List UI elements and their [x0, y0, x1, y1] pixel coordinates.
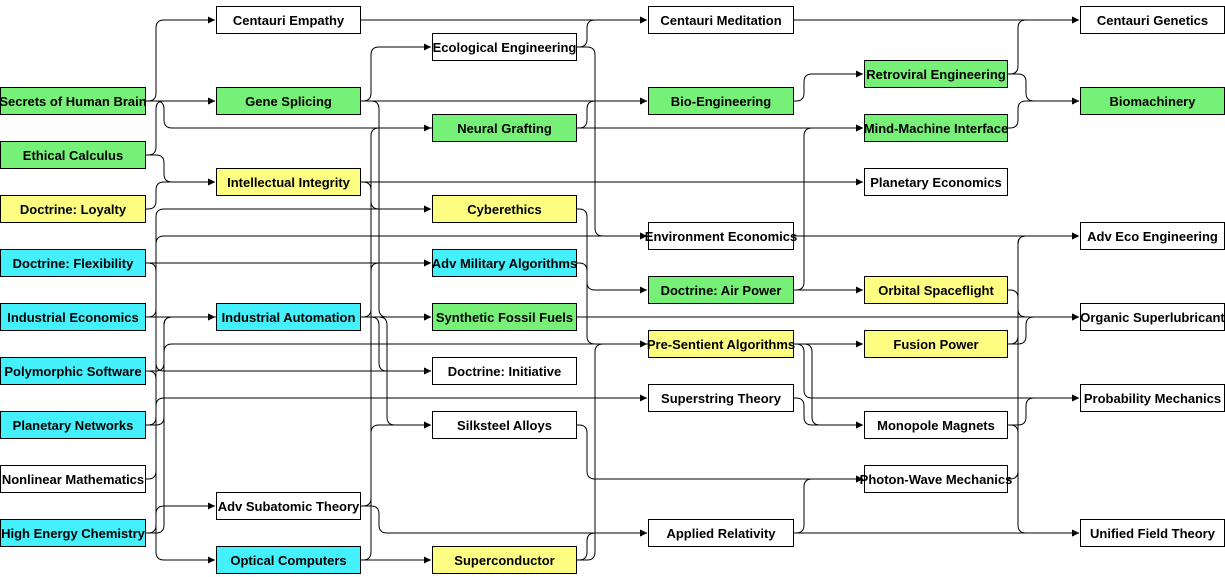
tech-node-centauri-genetics[interactable]: Centauri Genetics: [1080, 6, 1225, 34]
edge-doctrine-loyalty-to-intellectual-integrity: [146, 178, 215, 210]
tech-node-organic-superlubricant[interactable]: Organic Superlubricant: [1080, 303, 1225, 331]
tech-node-silksteel-alloys[interactable]: Silksteel Alloys: [432, 411, 577, 439]
tech-node-fusion-power[interactable]: Fusion Power: [864, 330, 1008, 358]
edge-high-energy-chemistry-to-synthetic-fossil-fuels: [146, 313, 431, 534]
tech-node-synthetic-fossil-fuels[interactable]: Synthetic Fossil Fuels: [432, 303, 577, 331]
tech-node-planetary-economics[interactable]: Planetary Economics: [864, 168, 1008, 196]
edge-adv-subatomic-theory-to-applied-relativity: [361, 505, 647, 537]
tech-node-planetary-networks[interactable]: Planetary Networks: [0, 411, 146, 439]
tech-node-centauri-meditation[interactable]: Centauri Meditation: [648, 6, 794, 34]
edge-nonlinear-mathematics-to-superstring-theory: [146, 394, 647, 480]
tech-node-nonlinear-mathematics[interactable]: Nonlinear Mathematics: [0, 465, 146, 493]
tech-node-adv-subatomic-theory[interactable]: Adv Subatomic Theory: [216, 492, 361, 520]
tech-node-polymorphic-software[interactable]: Polymorphic Software: [0, 357, 146, 385]
tech-node-monopole-magnets[interactable]: Monopole Magnets: [864, 411, 1008, 439]
tech-node-doctrine-flexibility[interactable]: Doctrine: Flexibility: [0, 249, 146, 277]
tech-node-pre-sentient-algorithms[interactable]: Pre-Sentient Algorithms: [647, 330, 795, 358]
tech-node-environment-economics[interactable]: Environment Economics: [645, 222, 797, 250]
tech-node-secrets-human-brain[interactable]: Secrets of Human Brain: [0, 87, 147, 115]
edge-layer: [146, 16, 1079, 564]
tech-node-applied-relativity[interactable]: Applied Relativity: [648, 519, 794, 547]
tech-node-cyberethics[interactable]: Cyberethics: [432, 195, 577, 223]
edge-mind-machine-interface-to-biomachinery: [1008, 97, 1079, 129]
tech-node-mind-machine-interface[interactable]: Mind-Machine Interface: [864, 114, 1008, 142]
tech-node-doctrine-initiative[interactable]: Doctrine: Initiative: [432, 357, 577, 385]
tech-node-probability-mechanics[interactable]: Probability Mechanics: [1080, 384, 1225, 412]
tech-node-optical-computers[interactable]: Optical Computers: [216, 546, 361, 574]
edge-adv-military-algorithms-to-doctrine-air-power: [577, 262, 647, 294]
tech-node-industrial-economics[interactable]: Industrial Economics: [0, 303, 146, 331]
tech-node-bio-engineering[interactable]: Bio-Engineering: [648, 87, 794, 115]
tech-node-neural-grafting[interactable]: Neural Grafting: [432, 114, 577, 142]
edge-bio-engineering-to-retroviral-engineering: [794, 70, 863, 102]
tech-node-orbital-spaceflight[interactable]: Orbital Spaceflight: [864, 276, 1008, 304]
tech-node-doctrine-air-power[interactable]: Doctrine: Air Power: [648, 276, 794, 304]
tech-node-centauri-empathy[interactable]: Centauri Empathy: [216, 6, 361, 34]
edge-monopole-magnets-to-probability-mechanics: [1008, 394, 1079, 426]
edge-superstring-theory-to-monopole-magnets: [794, 397, 863, 429]
edge-silksteel-alloys-to-photon-wave-mechanics: [577, 424, 863, 483]
tech-node-high-energy-chemistry[interactable]: High Energy Chemistry: [0, 519, 146, 547]
tech-node-industrial-automation[interactable]: Industrial Automation: [216, 303, 361, 331]
tech-node-gene-splicing[interactable]: Gene Splicing: [216, 87, 361, 115]
tech-node-adv-eco-engineering[interactable]: Adv Eco Engineering: [1080, 222, 1225, 250]
tech-node-adv-military-algorithms[interactable]: Adv Military Algorithms: [432, 249, 577, 277]
tech-node-superconductor[interactable]: Superconductor: [432, 546, 577, 574]
tech-node-ecological-engineering[interactable]: Ecological Engineering: [432, 33, 577, 61]
edge-secrets-human-brain-to-mind-machine-interface: [146, 100, 863, 132]
edge-orbital-spaceflight-to-organic-superlubricant: [1008, 289, 1079, 321]
tech-node-superstring-theory[interactable]: Superstring Theory: [648, 384, 794, 412]
tech-node-photon-wave-mechanics[interactable]: Photon-Wave Mechanics: [860, 465, 1012, 493]
edge-neural-grafting-to-bio-engineering: [577, 97, 647, 129]
tech-node-retroviral-engineering[interactable]: Retroviral Engineering: [864, 60, 1008, 88]
tech-node-unified-field-theory[interactable]: Unified Field Theory: [1080, 519, 1225, 547]
edge-superconductor-to-fusion-power: [577, 340, 863, 561]
tech-node-ethical-calculus[interactable]: Ethical Calculus: [0, 141, 146, 169]
tech-node-doctrine-loyalty[interactable]: Doctrine: Loyalty: [0, 195, 146, 223]
tech-node-intellectual-integrity[interactable]: Intellectual Integrity: [216, 168, 361, 196]
tech-node-biomachinery[interactable]: Biomachinery: [1080, 87, 1225, 115]
